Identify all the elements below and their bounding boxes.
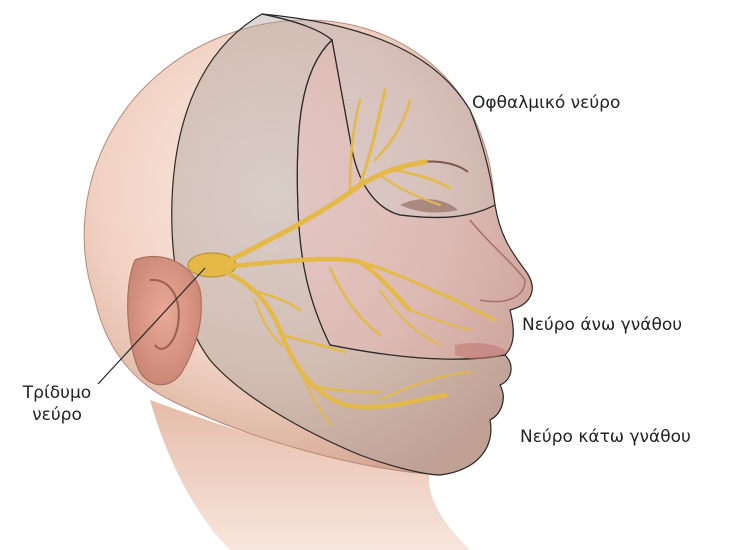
trigeminal-nerve-label: Τρίδυμο νεύρο [8, 382, 106, 426]
trigeminal-label-line-2: νεύρο [8, 404, 106, 426]
trigeminal-label-line-1: Τρίδυμο [8, 382, 106, 404]
ophthalmic-nerve-label: Οφθαλμικό νεύρο [472, 92, 620, 114]
mandibular-nerve-label: Νεύρο κάτω γνάθου [520, 426, 691, 448]
maxillary-nerve-label: Νεύρο άνω γνάθου [522, 314, 682, 336]
